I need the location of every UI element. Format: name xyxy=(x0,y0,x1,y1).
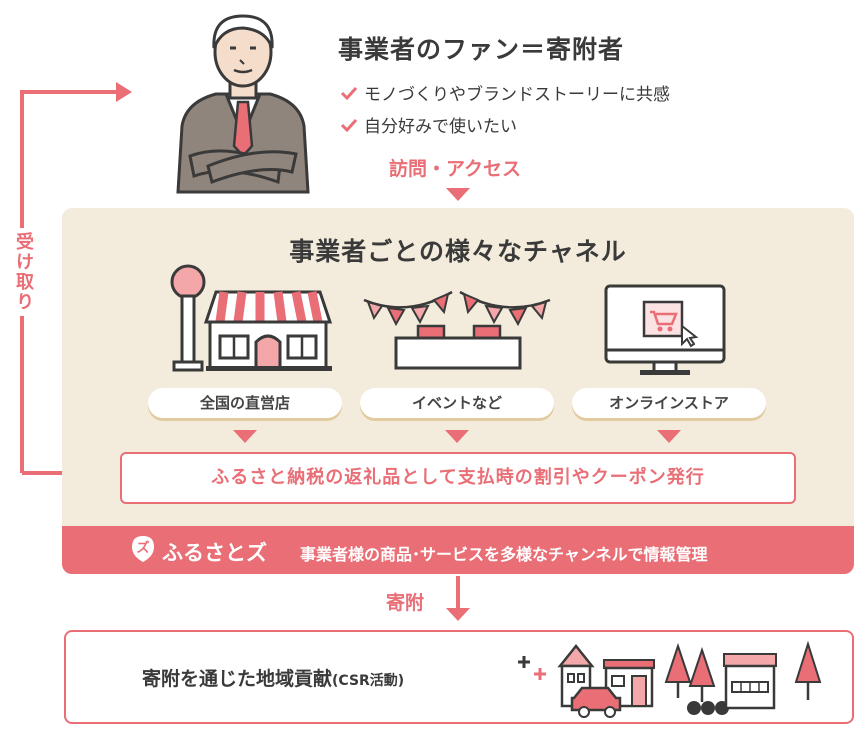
channel-arrow-2 xyxy=(445,430,469,443)
receive-label: 受け取り xyxy=(6,228,36,316)
check-text-2: 自分好みで使いたい xyxy=(364,117,517,137)
channels-title: 事業者ごとの様々なチャネル xyxy=(289,237,627,266)
csr-sub-text: (CSR活動) xyxy=(332,673,405,689)
svg-text:ズ: ズ xyxy=(136,540,149,556)
channel-arrow-3 xyxy=(657,430,681,443)
check-item-2: 自分好みで使いたい xyxy=(340,112,517,137)
check-text-1: モノづくりやブランドストーリーに共感 xyxy=(364,85,670,105)
furusatoz-band xyxy=(62,526,854,574)
furusatoz-logo-text: ふるさとズ xyxy=(162,541,267,565)
access-arrow xyxy=(446,188,470,201)
donation-arrow-line xyxy=(456,576,460,612)
check-item-1: モノづくりやブランドストーリーに共感 xyxy=(340,80,670,105)
channel-pill-event: イベントなど xyxy=(360,388,554,418)
return-gift-box: ふるさと納税の返礼品として支払時の割引やクーポン発行 xyxy=(120,452,796,504)
town-icon xyxy=(518,640,822,718)
csr-text: 寄附を通じた地域貢献(CSR活動) xyxy=(142,664,404,691)
check-icon xyxy=(340,118,358,132)
channel-arrow-1 xyxy=(233,430,257,443)
band-text: 事業者様の商品･サービスを多様なチャンネルで情報管理 xyxy=(300,545,708,564)
csr-main-text: 寄附を通じた地域貢献 xyxy=(142,668,333,690)
channel-pill-online: オンラインストア xyxy=(572,388,766,418)
donation-label: 寄附 xyxy=(386,592,425,614)
channel-pill-store: 全国の直営店 xyxy=(148,388,342,418)
online-store-icon xyxy=(604,284,726,375)
access-label: 訪問・アクセス xyxy=(388,158,522,180)
shop-icon xyxy=(170,264,333,372)
header-title: 事業者のファン＝寄附者 xyxy=(338,35,625,64)
event-icon xyxy=(363,290,551,370)
check-icon xyxy=(340,86,358,100)
donation-arrow xyxy=(446,608,470,621)
furusatoz-logo-icon: ズ xyxy=(132,536,154,562)
businessman-icon xyxy=(176,14,310,194)
